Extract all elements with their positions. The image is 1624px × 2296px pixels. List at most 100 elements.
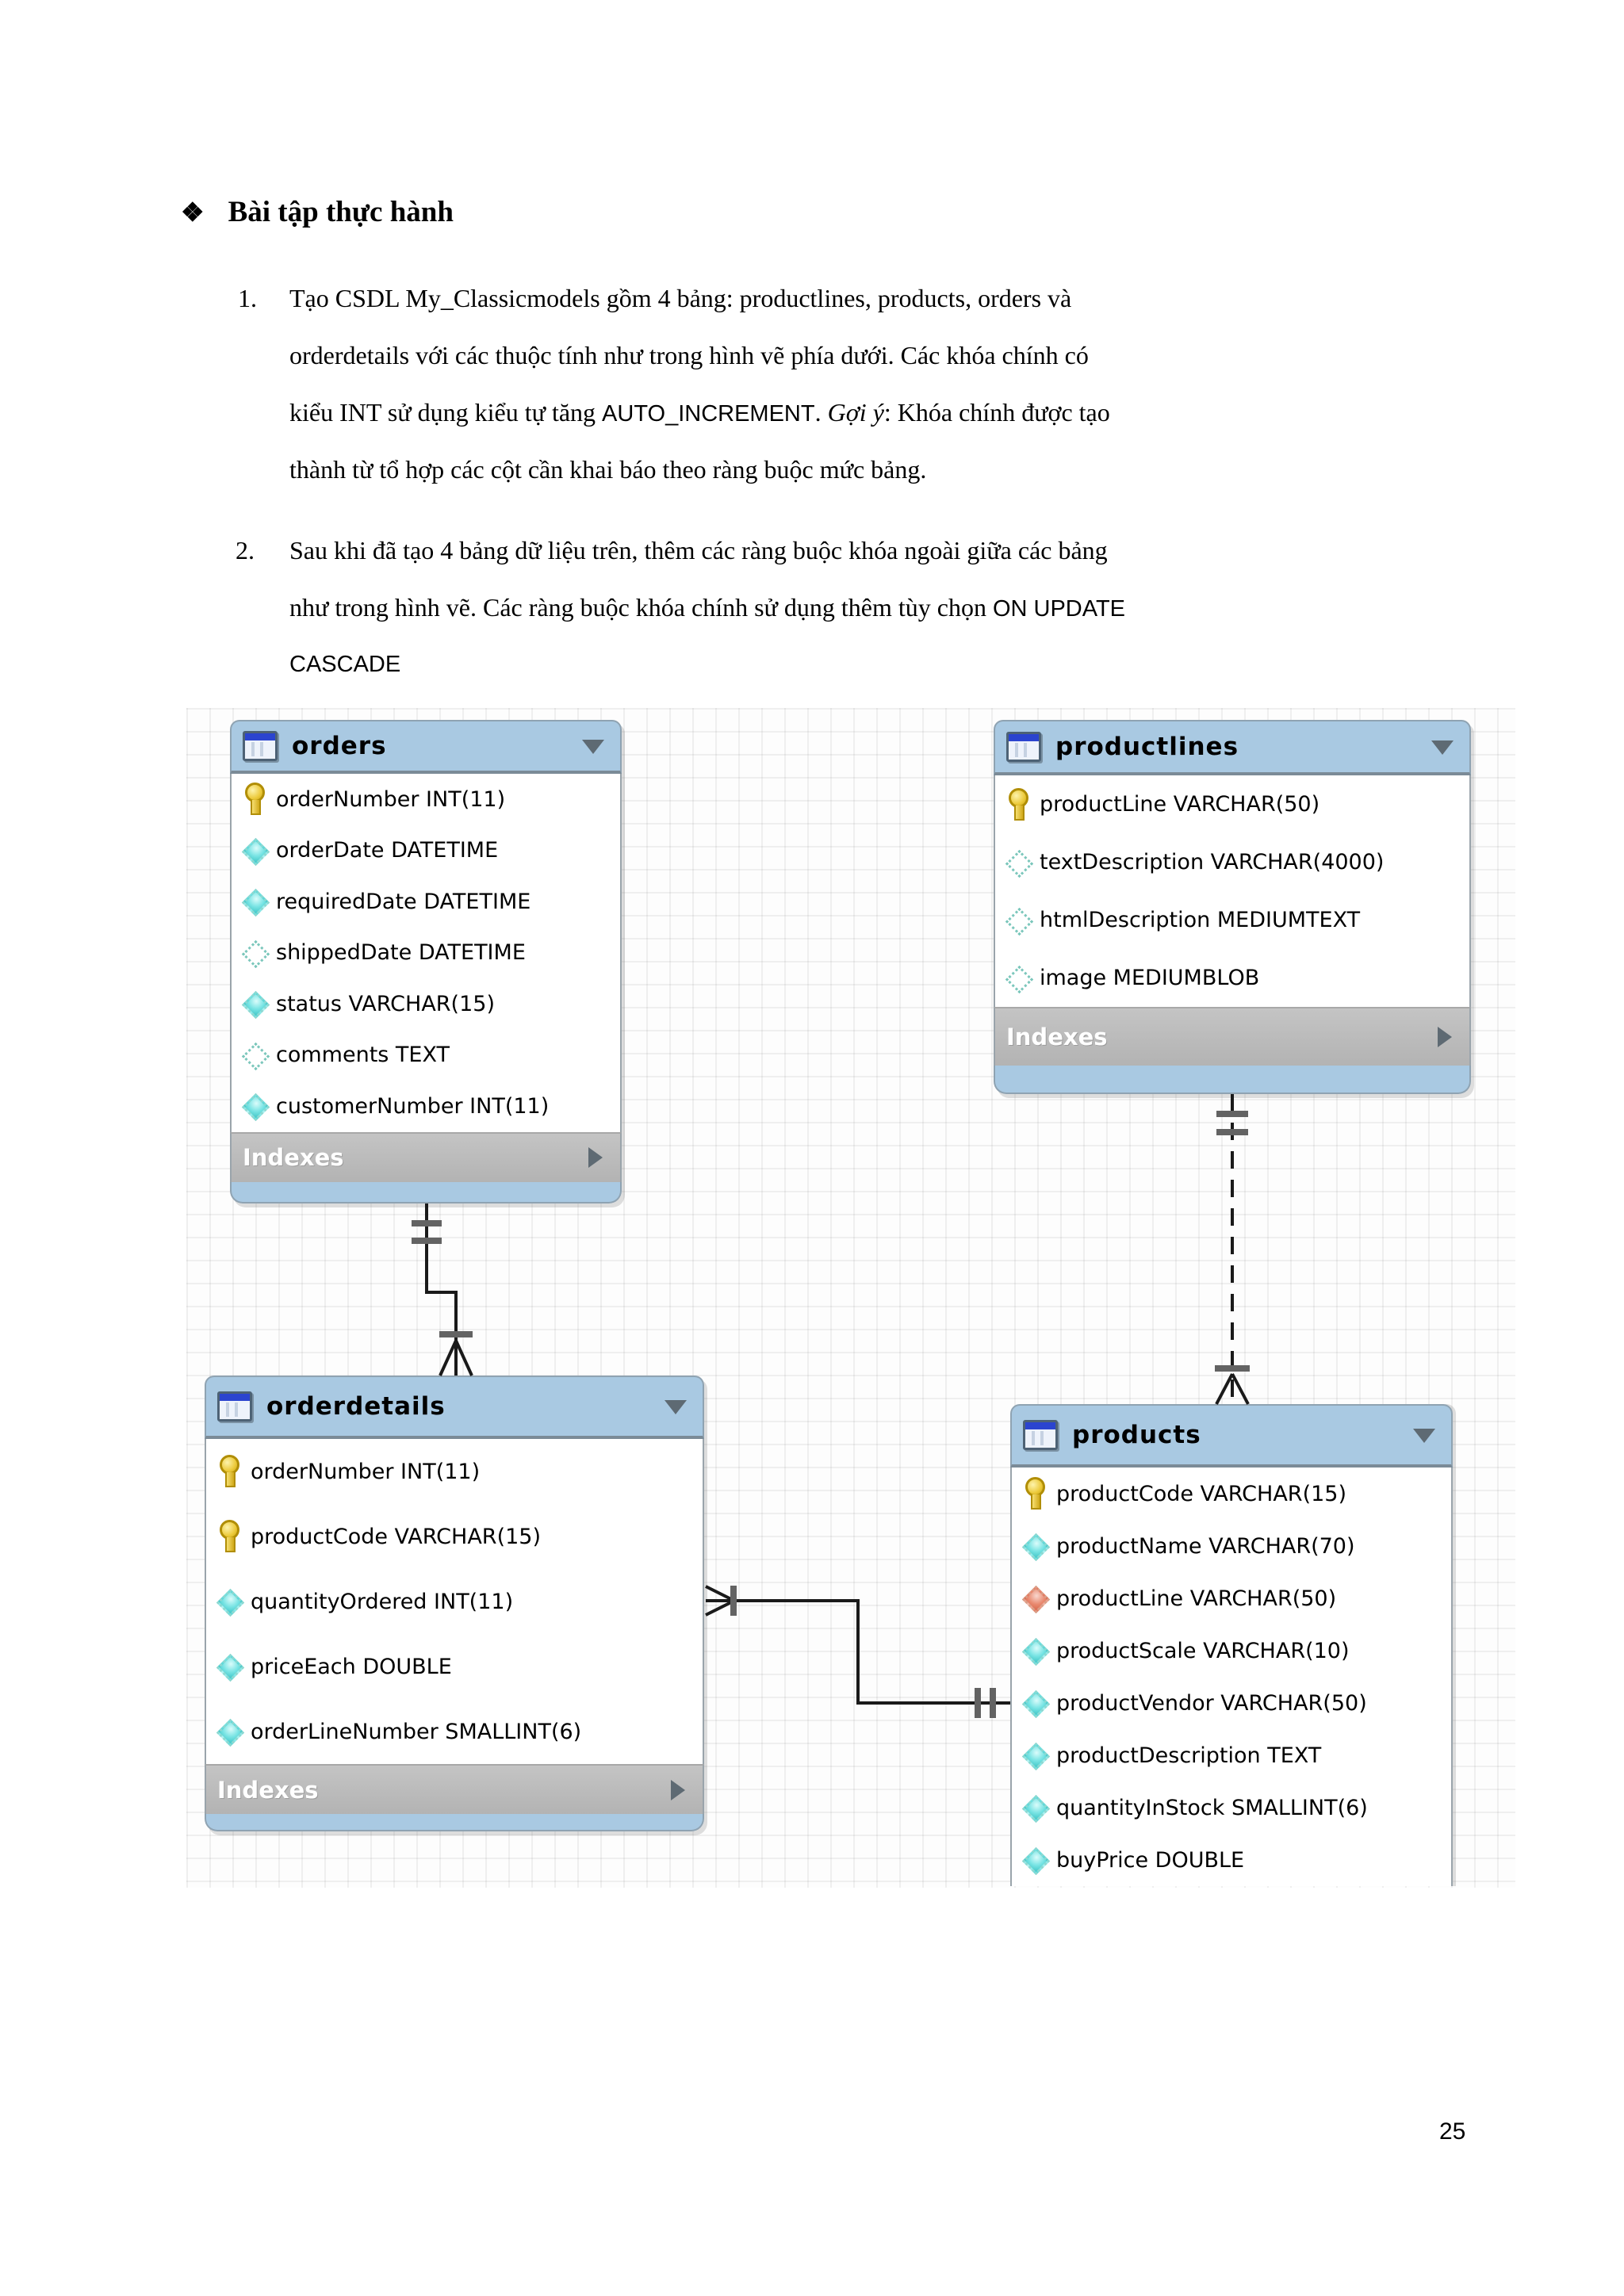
connector-orders-orderdetails — [412, 1203, 473, 1376]
auto-increment-keyword: AUTO_INCREMENT — [602, 401, 815, 427]
indexes-bar: Indexes — [205, 1764, 704, 1814]
key-icon — [1021, 1476, 1048, 1511]
column-row: productLine VARCHAR(50) — [995, 775, 1469, 833]
column-label: buyPrice DOUBLE — [1056, 1847, 1245, 1873]
collapse-triangle-icon — [1413, 1429, 1435, 1443]
column-label: productVendor VARCHAR(50) — [1056, 1690, 1367, 1716]
column-label: htmlDescription MEDIUMTEXT — [1040, 908, 1361, 932]
column-label: productLine VARCHAR(50) — [1056, 1586, 1337, 1611]
column-row: shippedDate DATETIME — [232, 928, 620, 979]
table-footer-strip — [205, 1814, 704, 1831]
column-row: productDescription TEXT — [1012, 1729, 1451, 1781]
key-icon — [216, 1519, 243, 1554]
table-orders-columns: orderNumber INT(11) orderDate DATETIME r… — [230, 774, 622, 1132]
attribute-icon — [1021, 1843, 1048, 1877]
column-row: image MEDIUMBLOB — [995, 949, 1469, 1007]
table-orders-header: orders — [230, 720, 622, 774]
column-label: customerNumber INT(11) — [276, 1093, 550, 1119]
attribute-nullable-icon — [1005, 845, 1032, 880]
column-row: quantityOrdered INT(11) — [206, 1569, 703, 1634]
column-label: requiredDate DATETIME — [276, 889, 531, 914]
column-row: orderNumber INT(11) — [206, 1439, 703, 1504]
column-row: comments TEXT — [232, 1030, 620, 1081]
column-label: shippedDate DATETIME — [276, 940, 526, 966]
attribute-icon — [1021, 1686, 1048, 1720]
table-products: products productCode VARCHAR(15) product… — [1010, 1404, 1453, 1886]
column-row: textDescription VARCHAR(4000) — [995, 833, 1469, 891]
task1-line4: thành từ tổ hợp các cột cần khai báo the… — [289, 455, 927, 484]
attribute-icon — [241, 884, 268, 919]
attribute-nullable-icon — [241, 1038, 268, 1073]
attribute-icon — [241, 1089, 268, 1123]
column-row: productScale VARCHAR(10) — [1012, 1624, 1451, 1677]
indexes-label: Indexes — [243, 1144, 344, 1171]
column-label: comments TEXT — [276, 1043, 450, 1068]
task1-number: 1. — [238, 284, 257, 312]
column-row: productCode VARCHAR(15) — [1012, 1468, 1451, 1520]
column-row: productCode VARCHAR(15) — [206, 1504, 703, 1569]
column-label: textDescription VARCHAR(4000) — [1040, 850, 1385, 874]
column-label: orderLineNumber SMALLINT(6) — [251, 1719, 582, 1744]
table-title: orderdetails — [266, 1392, 446, 1421]
column-label: orderDate DATETIME — [276, 838, 499, 863]
indexes-bar: Indexes — [230, 1131, 622, 1182]
key-icon — [241, 782, 268, 817]
foreign-key-icon — [1021, 1581, 1048, 1616]
table-title: orders — [292, 732, 387, 760]
connector-productlines-products — [1215, 1094, 1250, 1405]
table-products-header: products — [1010, 1404, 1453, 1468]
column-row: priceEach DOUBLE — [206, 1634, 703, 1699]
on-update-keyword: ON UPDATE — [992, 596, 1126, 622]
expand-arrow-icon — [671, 1779, 685, 1800]
column-label: productDescription TEXT — [1056, 1743, 1322, 1768]
column-label: priceEach DOUBLE — [251, 1654, 452, 1679]
column-label: quantityInStock SMALLINT(6) — [1056, 1795, 1368, 1820]
column-row: customerNumber INT(11) — [232, 1081, 620, 1132]
column-row: requiredDate DATETIME — [232, 876, 620, 928]
column-row: productName VARCHAR(70) — [1012, 1520, 1451, 1572]
column-row: productVendor VARCHAR(50) — [1012, 1677, 1451, 1729]
attribute-icon — [216, 1649, 243, 1684]
column-row: status VARCHAR(15) — [232, 978, 620, 1030]
column-row: orderDate DATETIME — [232, 825, 620, 877]
table-productlines: productlines productLine VARCHAR(50) tex… — [994, 720, 1471, 1094]
table-products-columns: productCode VARCHAR(15) productName VARC… — [1010, 1468, 1453, 1886]
key-icon — [1005, 787, 1032, 822]
column-row: orderLineNumber SMALLINT(6) — [206, 1699, 703, 1764]
task1-line1: Tạo CSDL My_Classicmodels gồm 4 bảng: pr… — [289, 284, 1072, 312]
task1-line2: orderdetails với các thuộc tính như tron… — [289, 341, 1089, 369]
table-footer-strip — [994, 1066, 1471, 1094]
column-label: productCode VARCHAR(15) — [251, 1524, 541, 1549]
table-footer-strip — [230, 1181, 622, 1203]
column-label: image MEDIUMBLOB — [1040, 966, 1260, 990]
indexes-label: Indexes — [217, 1776, 319, 1804]
task2-text: Sau khi đã tạo 4 bảng dữ liệu trên, thêm… — [289, 522, 1356, 693]
table-title: productlines — [1055, 733, 1239, 761]
goi-y-italic: Gợi ý — [827, 398, 884, 427]
task2-line2: như trong hình vẽ. Các ràng buộc khóa ch… — [289, 593, 1126, 622]
table-icon — [1023, 1420, 1058, 1450]
collapse-triangle-icon — [582, 740, 604, 754]
table-icon — [217, 1391, 252, 1422]
column-label: productName VARCHAR(70) — [1056, 1533, 1355, 1559]
section-heading: ❖ Bài tập thực hành — [181, 195, 454, 229]
column-label: orderNumber INT(11) — [276, 786, 506, 812]
heading-text: Bài tập thực hành — [228, 196, 454, 228]
expand-arrow-icon — [1438, 1027, 1452, 1047]
attribute-icon — [241, 833, 268, 868]
attribute-icon — [216, 1584, 243, 1619]
column-label: quantityOrdered INT(11) — [251, 1589, 514, 1614]
column-row: orderNumber INT(11) — [232, 774, 620, 825]
attribute-icon — [1021, 1738, 1048, 1773]
indexes-label: Indexes — [1006, 1024, 1108, 1050]
column-row: productLine VARCHAR(50) — [1012, 1572, 1451, 1624]
attribute-icon — [1021, 1790, 1048, 1825]
indexes-bar: Indexes — [994, 1007, 1471, 1066]
attribute-nullable-icon — [1005, 903, 1032, 938]
table-orders: orders orderNumber INT(11) orderDate DAT… — [230, 720, 622, 1203]
column-label: productLine VARCHAR(50) — [1040, 792, 1320, 817]
attribute-icon — [241, 986, 268, 1021]
collapse-triangle-icon — [1431, 740, 1454, 755]
er-diagram: orders orderNumber INT(11) orderDate DAT… — [186, 708, 1515, 1888]
